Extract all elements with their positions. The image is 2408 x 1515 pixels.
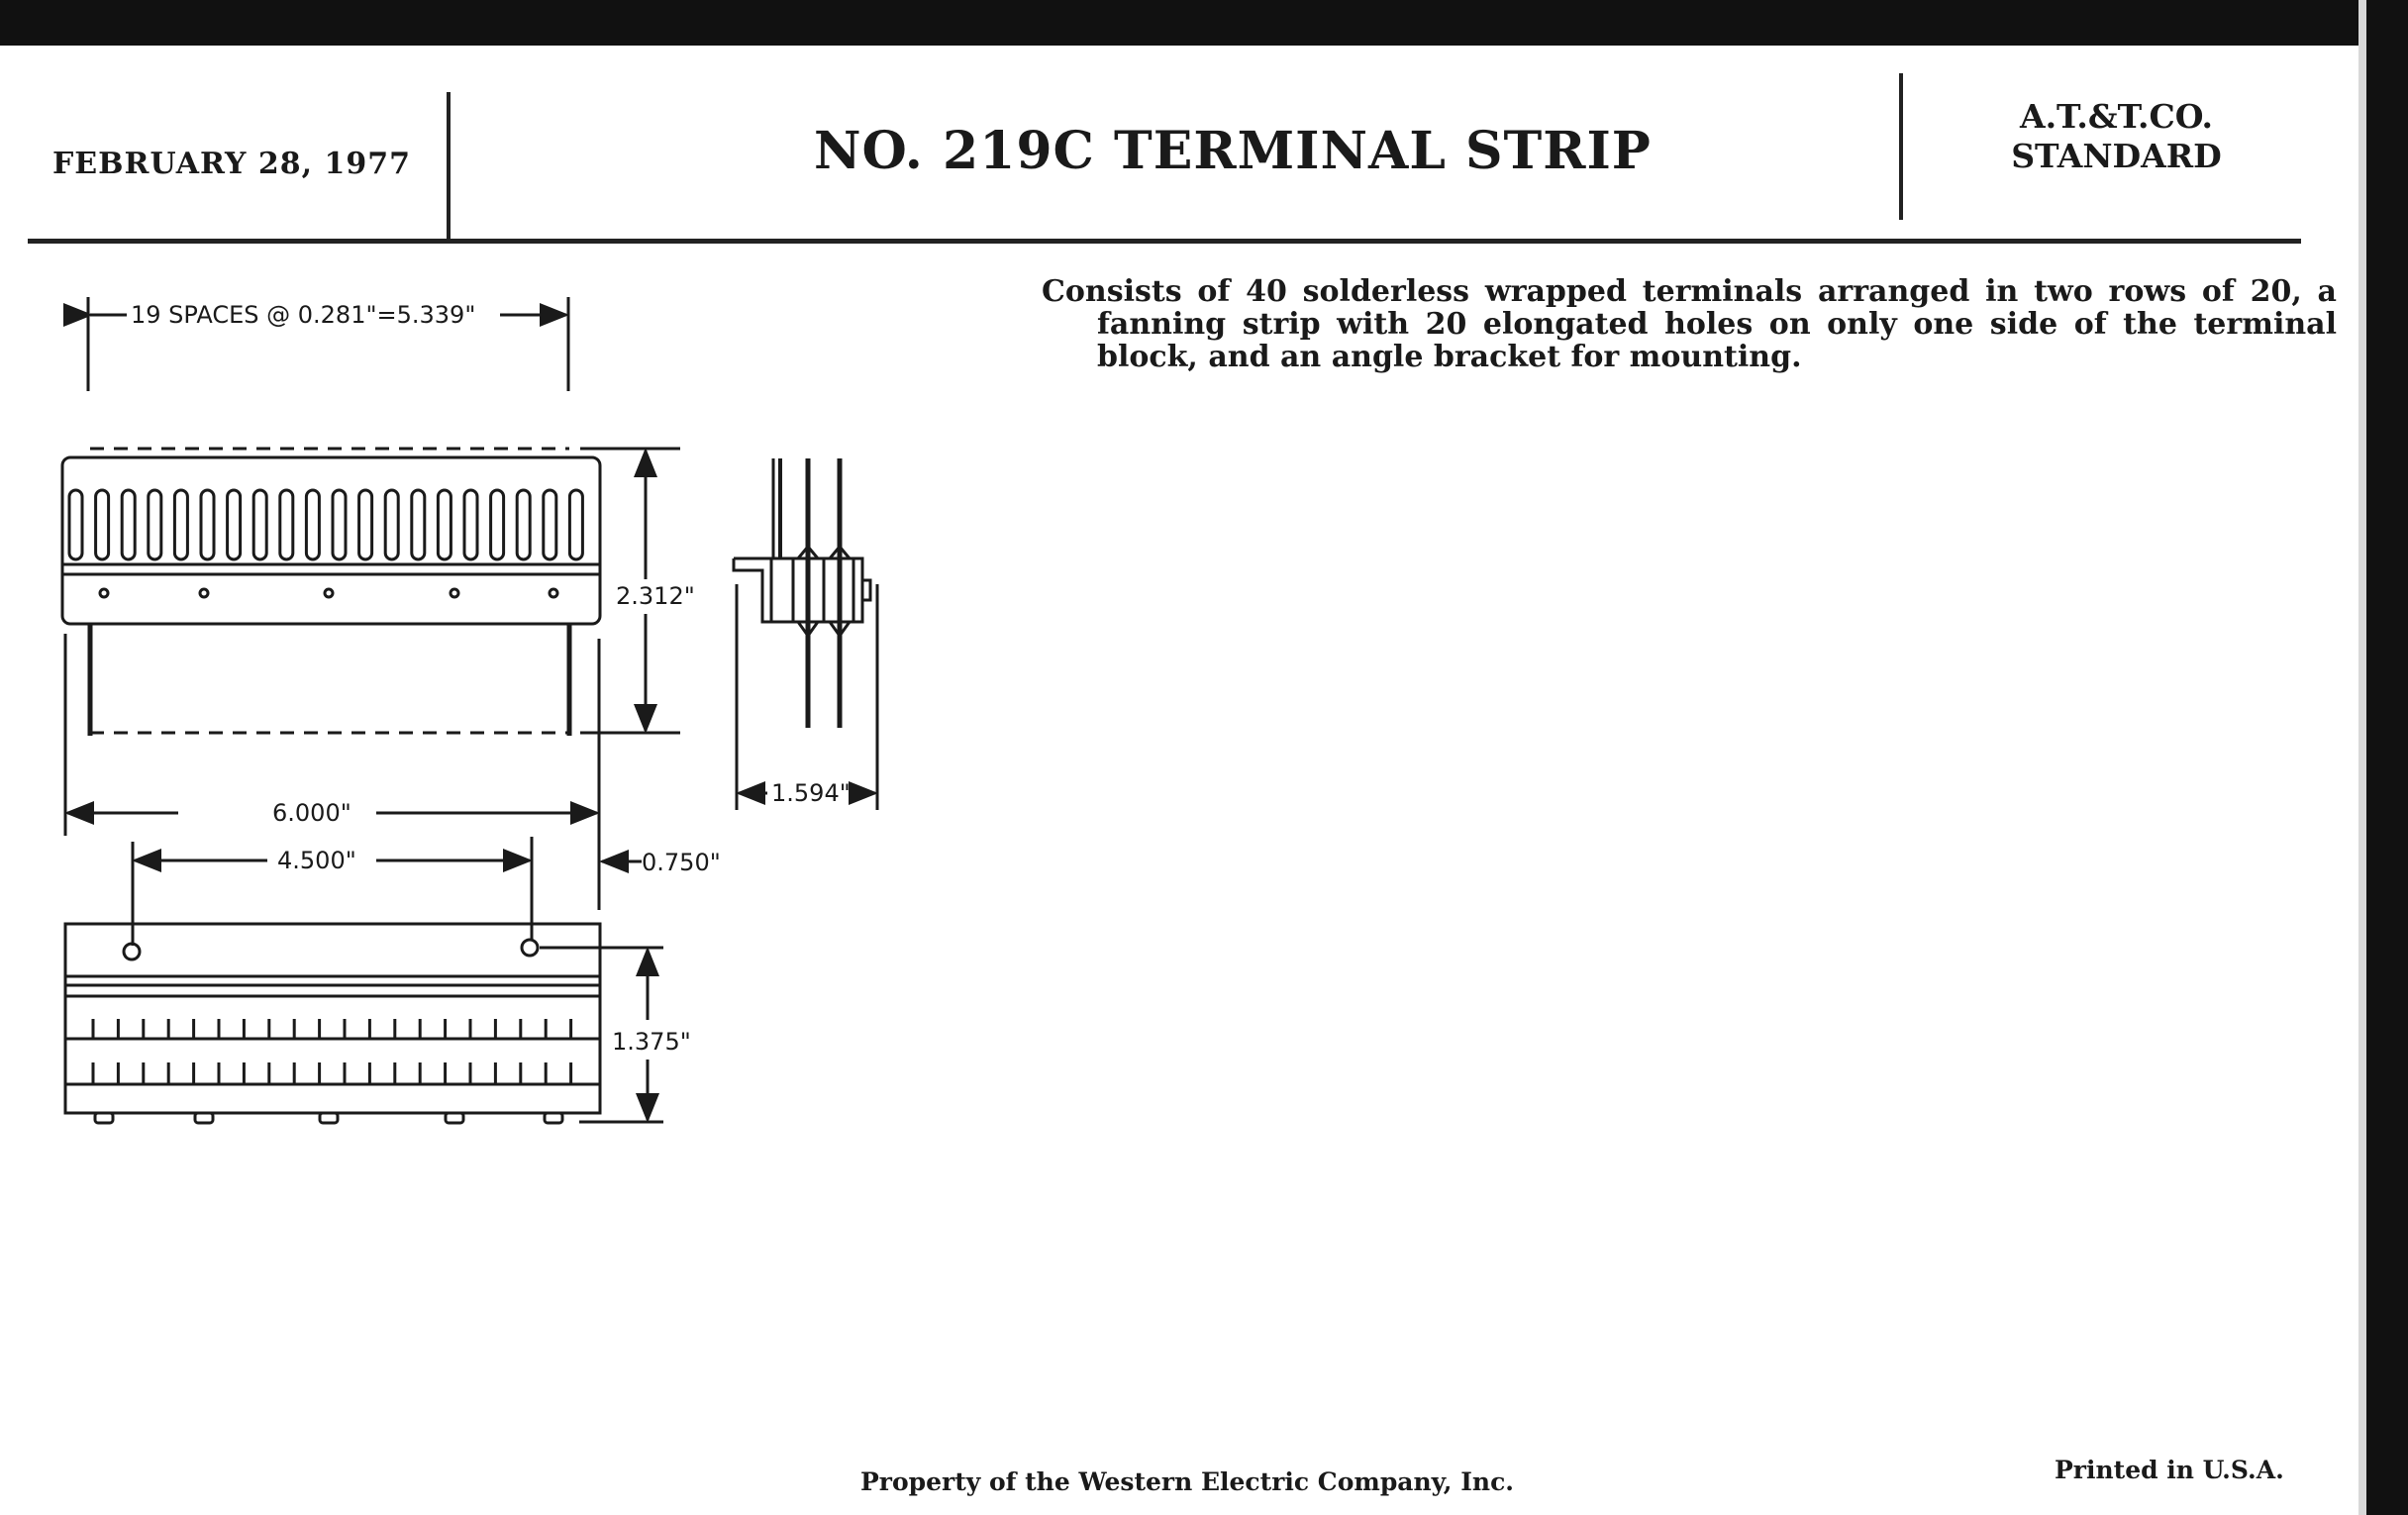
header-rule (28, 239, 2301, 244)
fanning-slot (462, 488, 479, 561)
screw-foot (543, 1111, 564, 1125)
screw-foot (444, 1111, 465, 1125)
description-text: Consists of 40 solderless wrapped termin… (1042, 274, 2337, 374)
width-dimension-label: 6.000" (272, 799, 351, 827)
header-divider-left (447, 92, 451, 239)
screw-foot (193, 1111, 215, 1125)
fanning-slot (489, 488, 506, 561)
standard-company: A.T.&T.CO. (2019, 97, 2214, 136)
fanning-slot (542, 488, 558, 561)
fanning-slot (331, 488, 348, 561)
mounting-hole (449, 587, 460, 599)
fanning-slot (436, 488, 452, 561)
fanning-slot (67, 488, 84, 561)
fanning-slot (199, 488, 216, 561)
scan-border-top (0, 0, 2408, 46)
fanning-slot (278, 488, 295, 561)
fanning-slot (226, 488, 243, 561)
mounting-hole (323, 587, 335, 599)
hole-spacing-dimension-label: 4.500" (277, 847, 356, 874)
fanning-slot (172, 488, 189, 561)
standard-label: A.T.&T.CO. STANDARD (1990, 97, 2243, 176)
fanning-slot (383, 488, 400, 561)
document-date: FEBRUARY 28, 1977 (52, 147, 411, 181)
depth-dimension-label: 1.594" (771, 779, 851, 807)
paper-edge (2358, 0, 2366, 1515)
screw-foot (93, 1111, 115, 1125)
fanning-slot (120, 488, 137, 561)
header-divider-right (1899, 73, 1903, 220)
block-height-dimension-label: 1.375" (612, 1028, 691, 1056)
fanning-slot (147, 488, 163, 561)
printed-notice: Printed in U.S.A. (2055, 1456, 2284, 1484)
property-notice: Property of the Western Electric Company… (860, 1467, 1515, 1496)
spacing-dimension-label: 19 SPACES @ 0.281"=5.339" (131, 301, 475, 329)
fanning-slot (357, 488, 374, 561)
screw-foot (318, 1111, 340, 1125)
scan-border-right (2366, 0, 2408, 1515)
mounting-hole (98, 587, 110, 599)
fanning-slot (567, 488, 584, 561)
standard-text: STANDARD (2011, 137, 2222, 175)
offset-dimension-label: 0.750" (642, 849, 721, 876)
fanning-slot (251, 488, 268, 561)
mounting-hole (548, 587, 559, 599)
fanning-slot (94, 488, 111, 561)
fanning-slot (304, 488, 321, 561)
mounting-hole (198, 587, 210, 599)
fanning-slot (515, 488, 532, 561)
page-title: NO. 219C TERMINAL STRIP (814, 121, 1652, 181)
height-dimension-label: 2.312" (616, 582, 695, 610)
fanning-slot (410, 488, 427, 561)
